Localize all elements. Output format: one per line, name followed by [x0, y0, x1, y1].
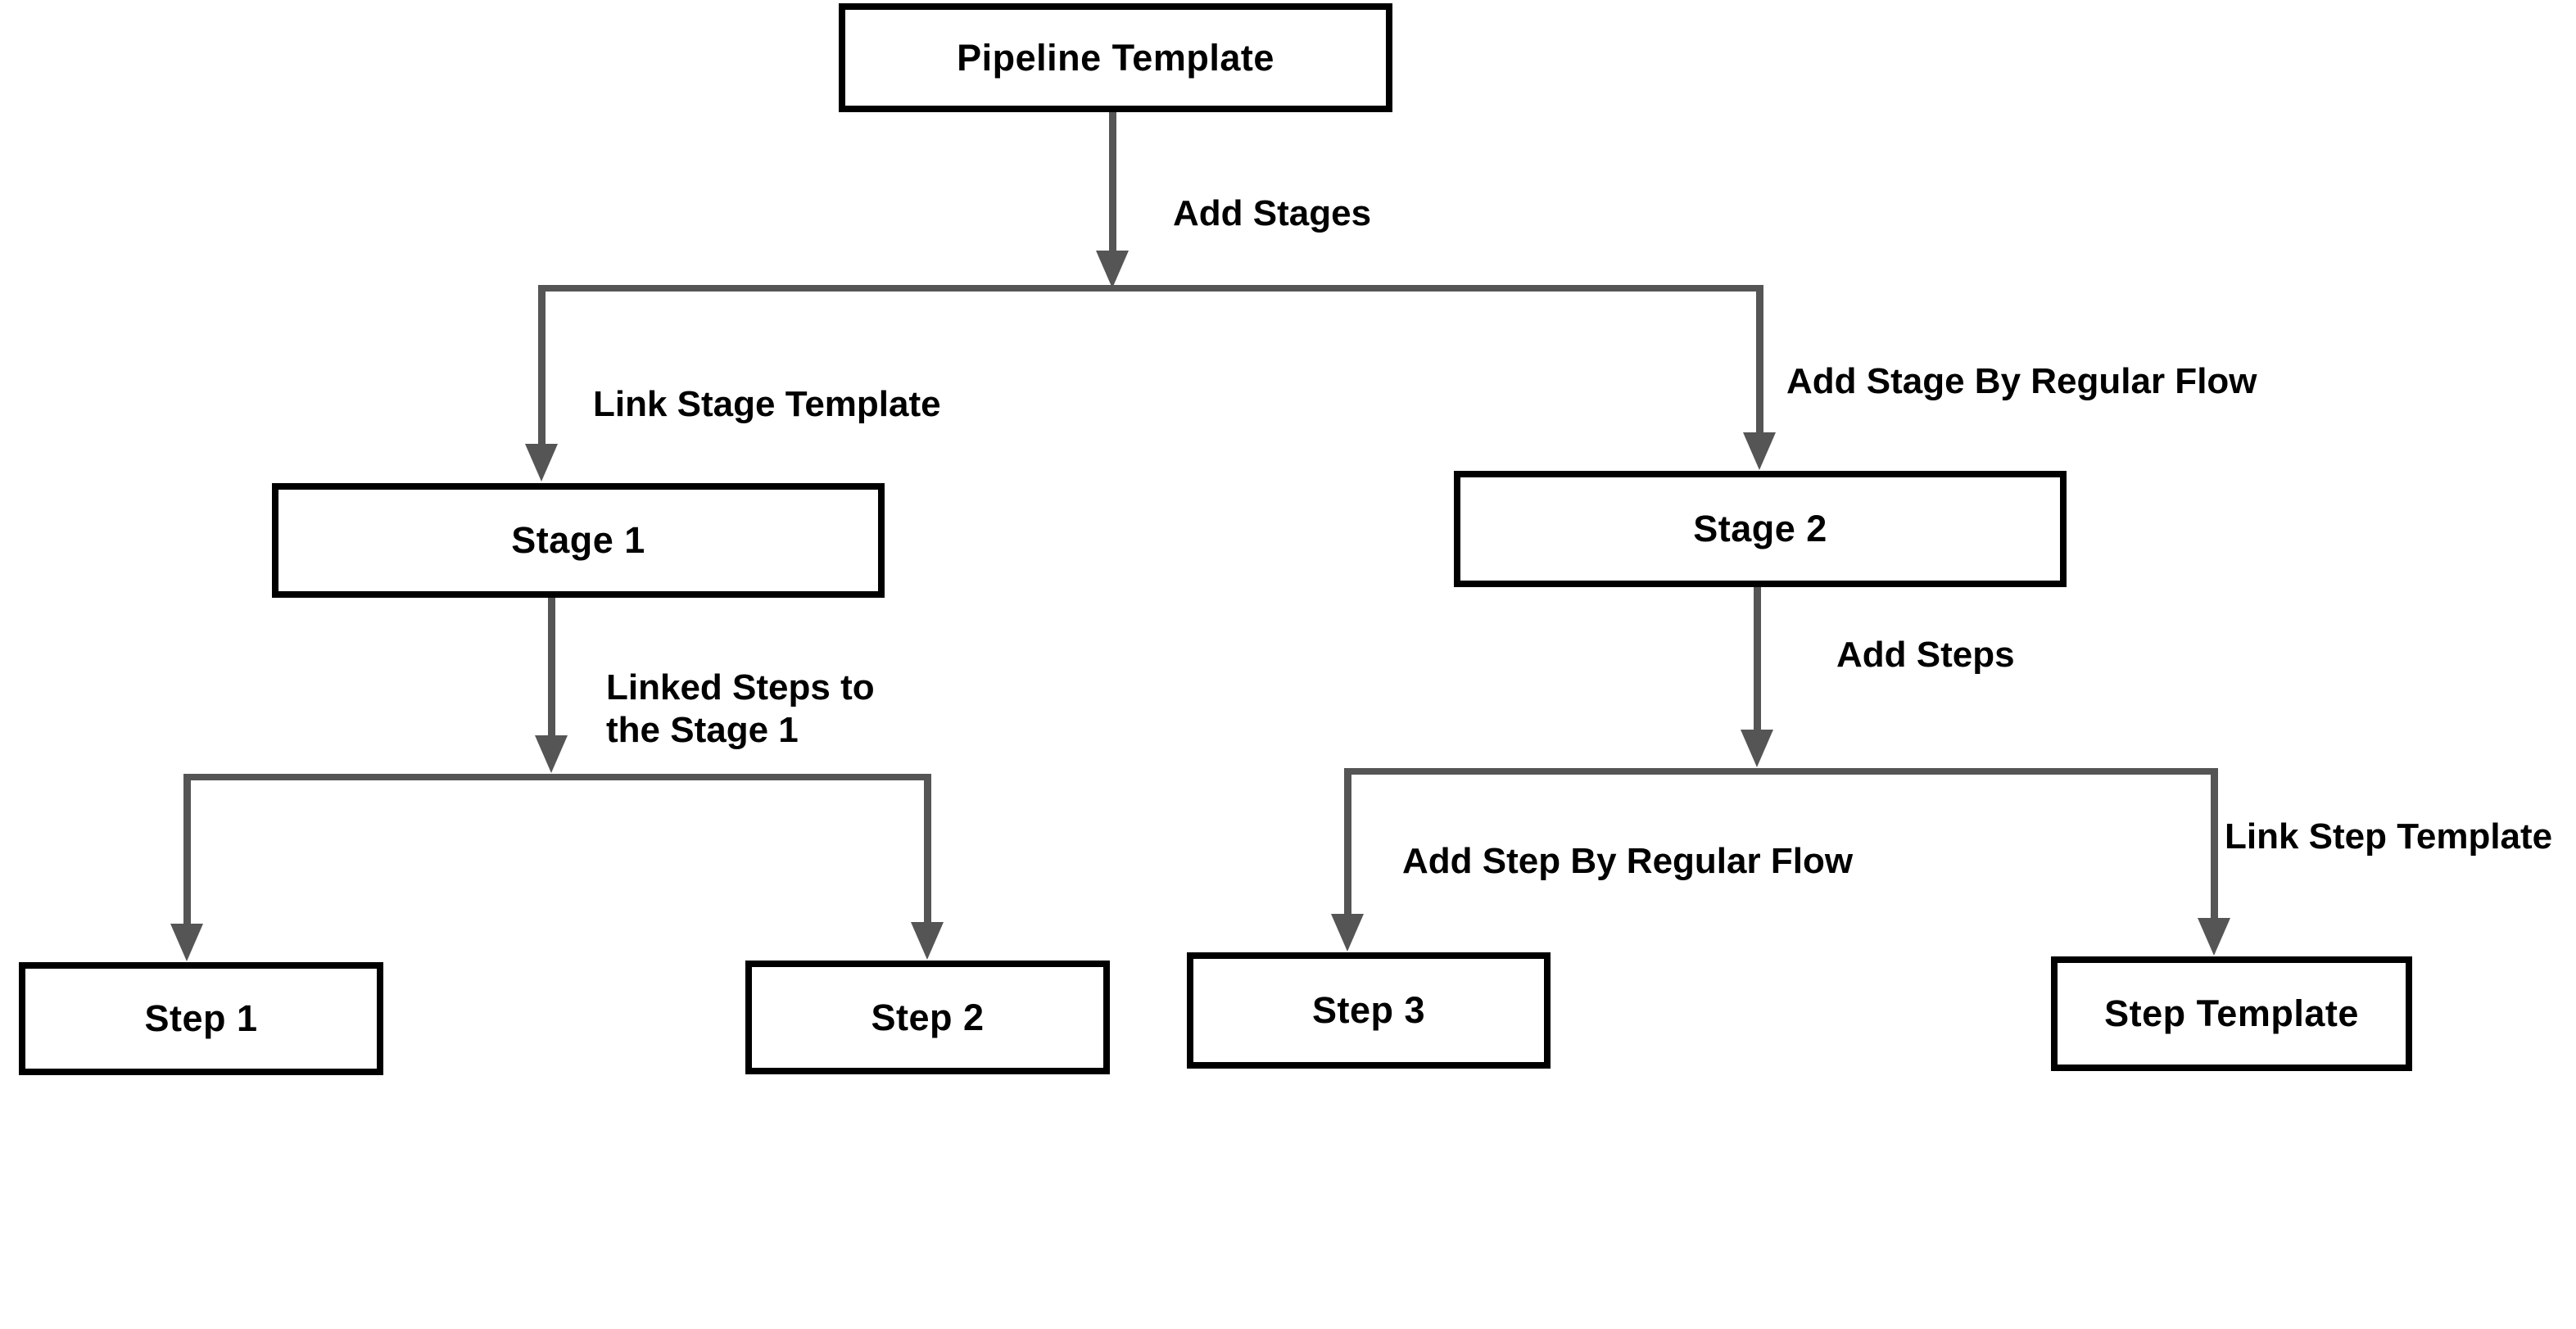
node-step-template-label: Step Template	[2104, 992, 2359, 1034]
node-step-3: Step 3	[1187, 952, 1551, 1069]
edge-to-step-3-line	[1344, 768, 1351, 915]
edge-label-linked-steps-line-1: Linked Steps to	[606, 667, 875, 707]
edge-to-stage-2-arrowhead-icon	[1743, 432, 1776, 470]
edge-label-add-steps: Add Steps	[1836, 635, 2015, 675]
edge-to-step-template-line	[2211, 768, 2218, 920]
trunk-line-steps-right	[1344, 768, 2217, 775]
trunk-line-stages	[538, 285, 1763, 292]
edge-to-step-1-line	[183, 774, 191, 925]
node-stage-2-label: Stage 2	[1693, 508, 1827, 549]
edge-label-add-step-by-regular-flow: Add Step By Regular Flow	[1402, 841, 1854, 881]
edge-stage-2-down-line	[1754, 587, 1761, 731]
edge-to-stage-1-arrowhead-icon	[525, 444, 558, 481]
edge-label-link-stage-template: Link Stage Template	[593, 384, 941, 424]
node-stage-2: Stage 2	[1454, 471, 2067, 587]
node-stage-1-label: Stage 1	[511, 519, 645, 561]
trunk-line-steps-left	[183, 774, 930, 780]
node-pipeline-template: Pipeline Template	[839, 3, 1392, 112]
node-step-3-label: Step 3	[1311, 989, 1426, 1031]
node-pipeline-template-label: Pipeline Template	[957, 36, 1274, 79]
edge-to-step-3-arrowhead-icon	[1331, 914, 1364, 952]
node-step-1-label: Step 1	[144, 997, 258, 1039]
edge-to-step-2-arrowhead-icon	[911, 922, 944, 960]
edge-stage-1-down-arrowhead-icon	[535, 735, 568, 773]
edge-to-step-1-arrowhead-icon	[170, 924, 203, 961]
edge-label-link-step-template: Link Step Template	[2225, 816, 2553, 857]
node-step-2-label: Step 2	[871, 996, 985, 1038]
edge-to-stage-1-line	[538, 285, 546, 446]
edge-pipeline-down-arrowhead-icon	[1096, 251, 1129, 288]
edge-label-linked-steps-line-2: the Stage 1	[606, 710, 799, 750]
edge-to-stage-2-line	[1756, 285, 1763, 434]
edge-label-add-stages: Add Stages	[1173, 193, 1372, 233]
node-stage-1: Stage 1	[272, 483, 885, 598]
edge-label-add-stage-by-regular-flow: Add Stage By Regular Flow	[1786, 361, 2257, 401]
edge-to-step-template-arrowhead-icon	[2198, 918, 2230, 956]
edge-to-step-2-line	[924, 774, 931, 924]
node-step-1: Step 1	[19, 962, 383, 1075]
node-step-2: Step 2	[745, 961, 1110, 1074]
edge-stage-1-down-line	[548, 598, 555, 737]
node-step-template: Step Template	[2051, 956, 2412, 1071]
edge-label-linked-steps-to-stage-1: Linked Steps to the Stage 1	[606, 667, 875, 752]
edge-stage-2-down-arrowhead-icon	[1741, 730, 1773, 767]
edge-pipeline-down-line	[1109, 112, 1116, 251]
